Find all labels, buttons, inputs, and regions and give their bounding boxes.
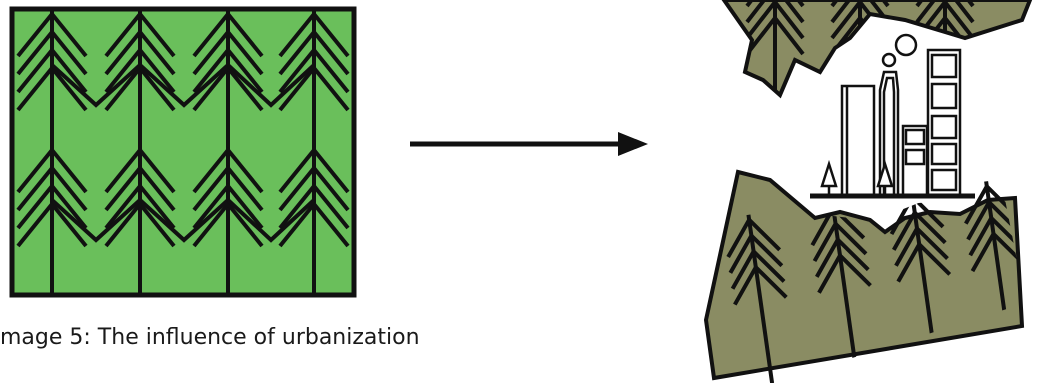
pine-branch <box>892 209 947 251</box>
urbanized-forest <box>703 0 1033 383</box>
pine-branch <box>730 248 786 290</box>
pine-branch <box>278 64 350 112</box>
pine-branch <box>726 216 782 259</box>
right-arrow-icon <box>410 132 648 156</box>
pine-branch <box>192 64 264 112</box>
pine-branch <box>278 10 350 58</box>
pine-branch <box>16 46 88 94</box>
pine-branch <box>104 182 176 230</box>
pine-branch <box>16 28 88 76</box>
pine-branch <box>50 63 142 108</box>
pine-branch <box>278 28 350 76</box>
pine-branch <box>104 64 176 112</box>
pine-branch <box>104 10 176 58</box>
pine-branch <box>817 252 872 294</box>
pine-branch <box>278 164 350 212</box>
pine-branch <box>16 182 88 230</box>
pine-branch <box>968 214 1024 257</box>
pine-branch <box>138 198 230 243</box>
pine-branch <box>192 182 264 230</box>
pine-branch <box>745 0 805 24</box>
pine-branch <box>104 164 176 212</box>
pine-tree-trunk <box>830 202 860 382</box>
forest-panel-background <box>9 6 357 298</box>
smoke-icon <box>881 33 918 68</box>
pine-branch <box>226 63 316 108</box>
pine-branch <box>104 200 176 248</box>
pine-branch <box>894 225 949 267</box>
pine-branch <box>745 0 805 40</box>
pine-branch <box>192 28 264 76</box>
pine-branch <box>830 0 890 24</box>
pine-tree-icon <box>820 159 838 196</box>
pine-branch <box>16 146 88 194</box>
pine-branch <box>104 28 176 76</box>
factory-icon <box>820 33 962 198</box>
pine-branch <box>192 146 264 194</box>
pine-branch <box>192 10 264 58</box>
pine-branch <box>915 0 975 40</box>
pine-branch <box>278 200 350 248</box>
pine-branch <box>16 64 88 112</box>
pine-branch <box>226 198 316 243</box>
pine-branch <box>728 232 784 274</box>
pine-branch <box>966 198 1021 241</box>
pine-branch <box>896 241 952 283</box>
pine-branch <box>970 230 1026 273</box>
pine-branch <box>16 10 88 58</box>
forest-tree-group <box>16 9 350 295</box>
pine-branch <box>733 264 788 306</box>
pine-branch <box>745 14 805 56</box>
pine-branch <box>192 164 264 212</box>
pine-branch <box>104 46 176 94</box>
pine-branch <box>278 146 350 194</box>
pine-branch <box>16 164 88 212</box>
pine-branch <box>138 63 230 108</box>
pine-branch <box>915 0 975 24</box>
forest-fragment-top <box>721 0 1033 99</box>
pine-branch <box>278 182 350 230</box>
pine-branch <box>104 146 176 194</box>
pine-branch <box>192 46 264 94</box>
pine-tree-trunk <box>746 214 776 383</box>
forest-panel <box>9 6 357 298</box>
pine-branch <box>278 46 350 94</box>
pine-branch <box>192 200 264 248</box>
forest-fragment-bottom <box>703 169 1026 383</box>
pine-branch <box>815 236 870 278</box>
diagram-caption: mage 5: The influence of urbanization <box>0 325 420 350</box>
pine-branch <box>812 220 868 263</box>
pine-branch <box>50 198 142 243</box>
pine-branch <box>16 200 88 248</box>
